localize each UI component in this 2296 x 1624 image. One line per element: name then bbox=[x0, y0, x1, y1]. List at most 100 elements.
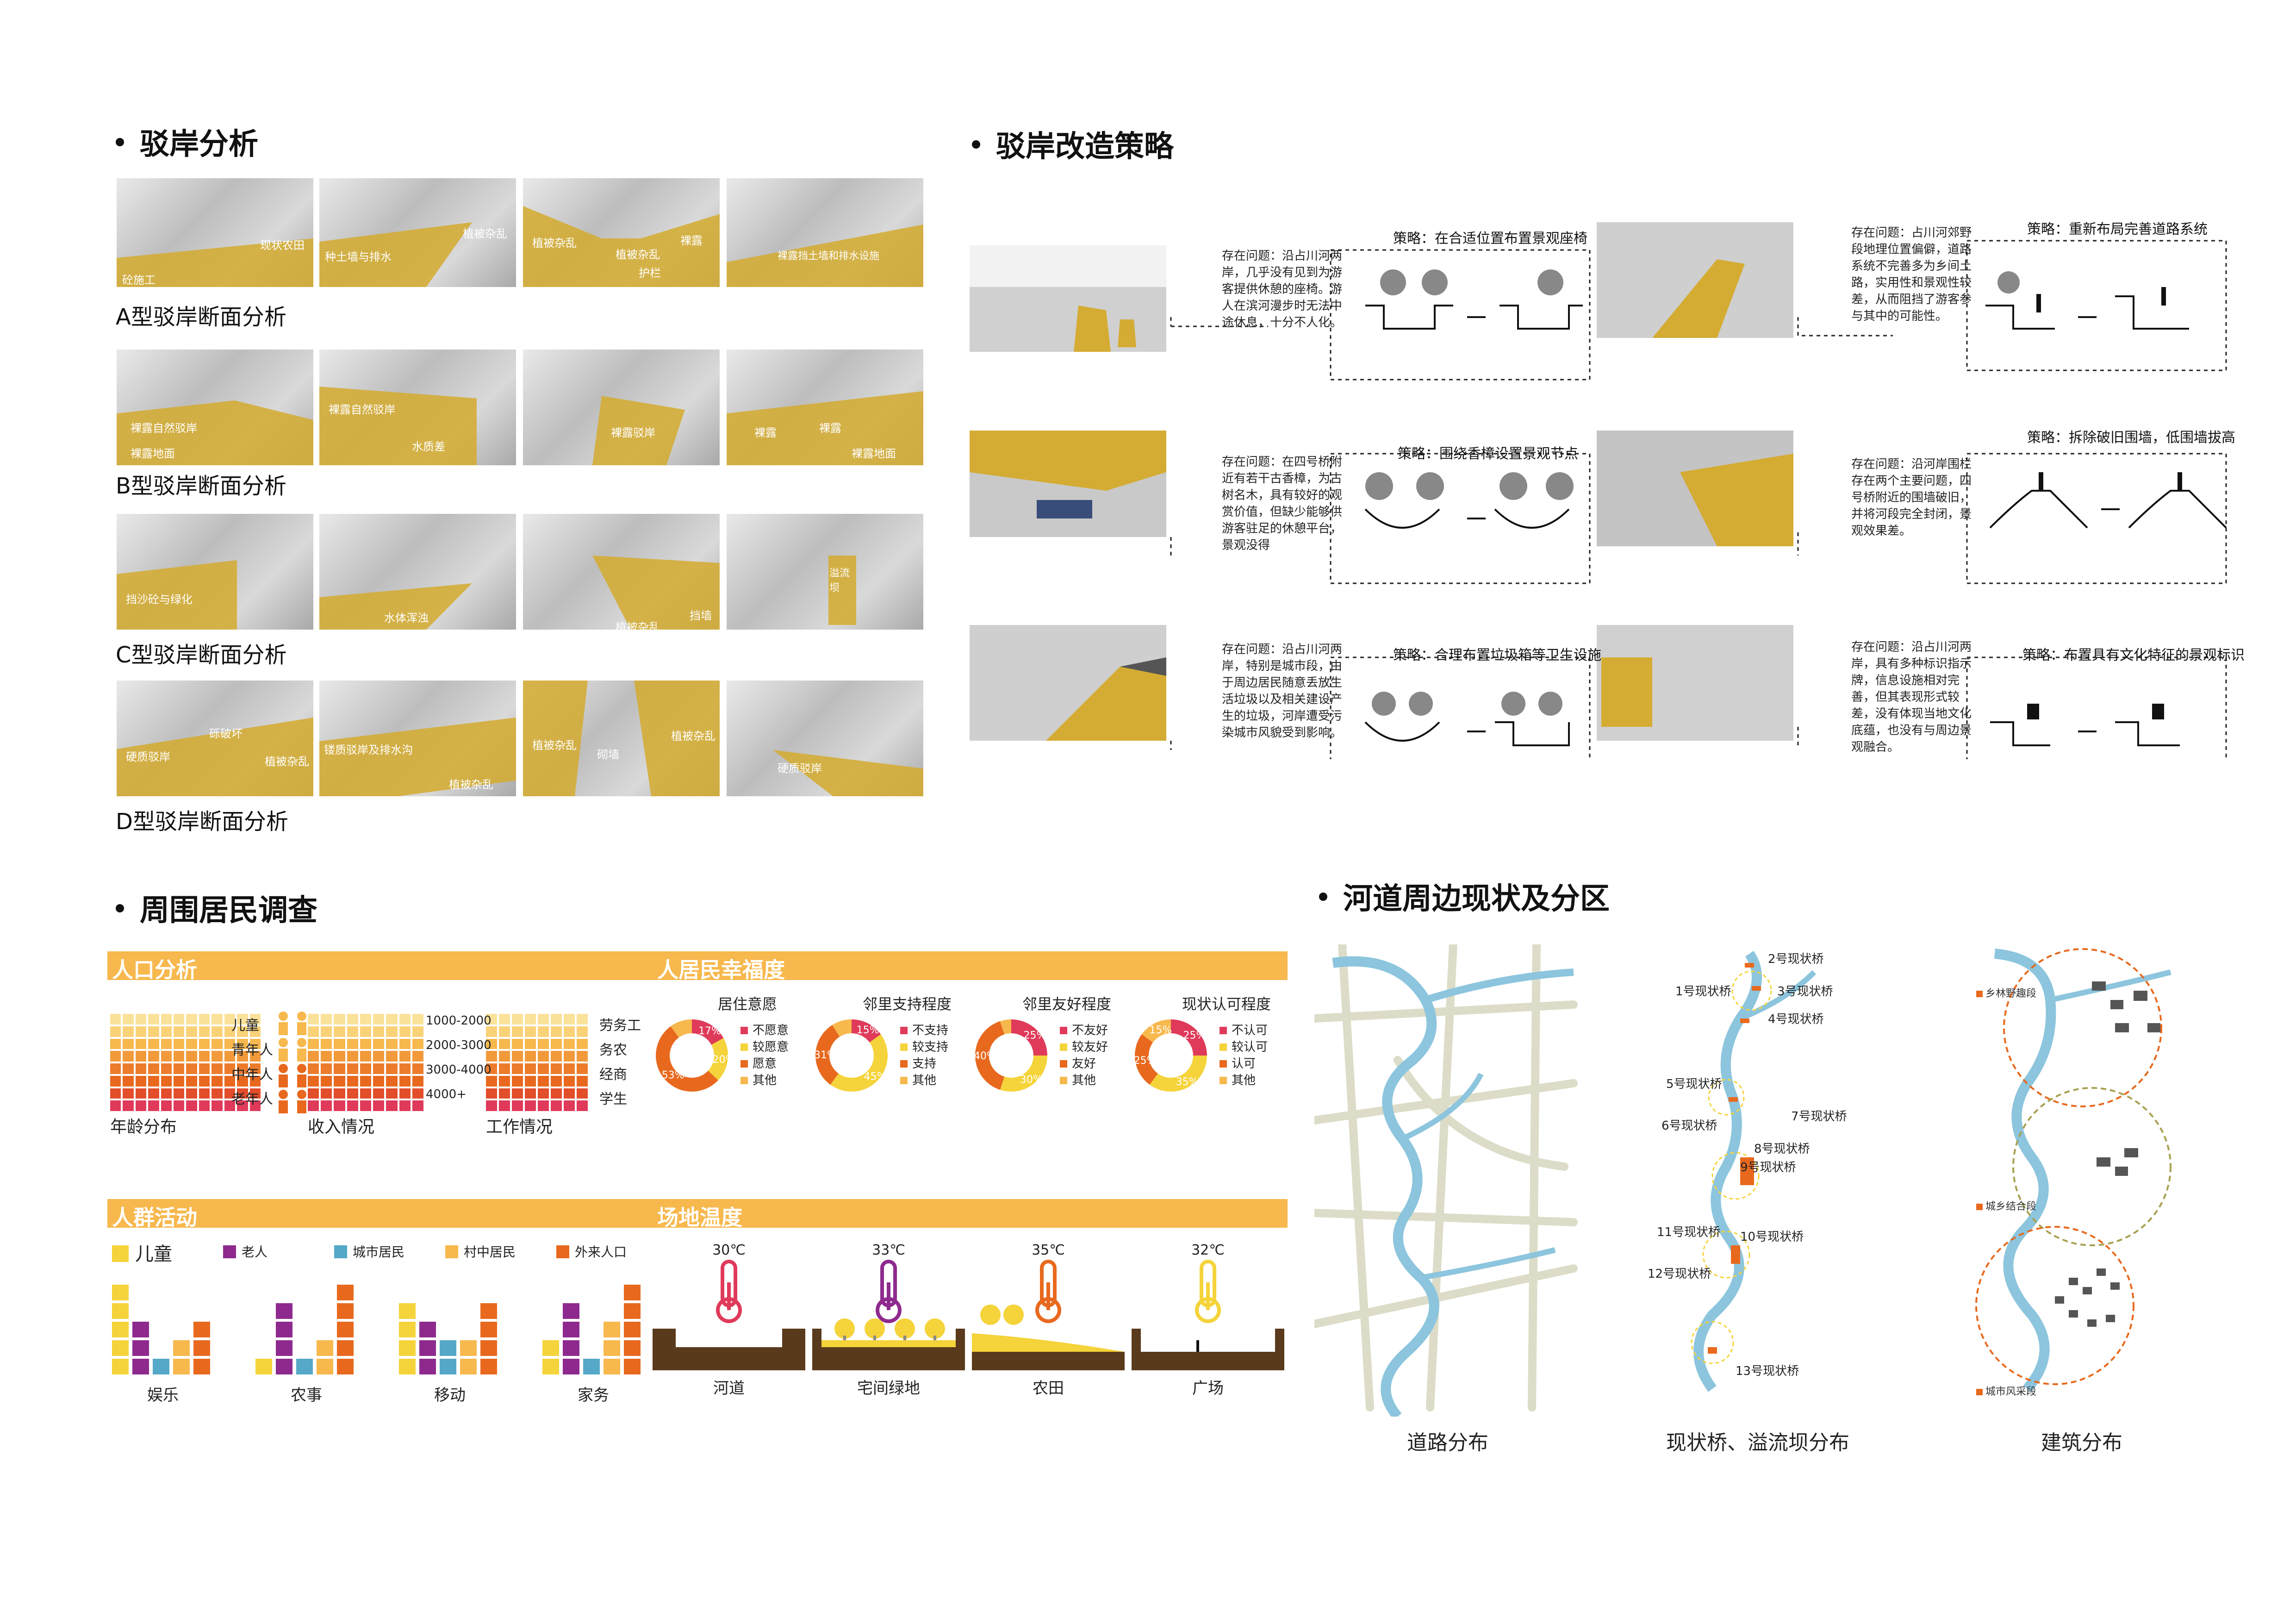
waffle-cell bbox=[212, 1063, 223, 1074]
waffle-cell bbox=[135, 1051, 147, 1062]
waffle-cell bbox=[551, 1051, 562, 1062]
waffle-cell bbox=[135, 1100, 147, 1111]
legend-label: 老人 bbox=[242, 1244, 268, 1260]
revetment-photo: 砼施工 现状农田 bbox=[117, 178, 313, 287]
waffle-cell bbox=[174, 1075, 185, 1087]
waffle-cell bbox=[123, 1014, 134, 1024]
tree-icon bbox=[895, 1318, 915, 1339]
donut-slice bbox=[1011, 1019, 1047, 1056]
bridge-label: 1号现状桥 bbox=[1675, 985, 1731, 999]
waffle-cell bbox=[412, 1063, 423, 1074]
strategy-photo-3 bbox=[970, 431, 1166, 537]
activity-bar-block bbox=[583, 1359, 600, 1374]
waffle-cell bbox=[360, 1100, 372, 1111]
waffle-cell bbox=[512, 1051, 523, 1062]
waffle-cell bbox=[237, 1038, 248, 1049]
activity-bar-block bbox=[604, 1322, 620, 1337]
map-caption-buildings: 建筑分布 bbox=[2041, 1431, 2122, 1455]
waffle-cell bbox=[174, 1063, 185, 1074]
donut-title: 邻里友好程度 bbox=[1022, 995, 1111, 1013]
waffle-cell bbox=[123, 1075, 134, 1087]
legend-label: 友好 bbox=[1072, 1057, 1096, 1071]
waffle-cell bbox=[186, 1038, 197, 1049]
section-title-revetment: 驳岸分析 bbox=[116, 120, 258, 163]
site-section bbox=[1132, 1329, 1284, 1370]
zone-label: 乡林野趣段 bbox=[1985, 988, 2036, 999]
waffle-cell bbox=[525, 1063, 536, 1074]
waffle-cell bbox=[399, 1075, 411, 1087]
waffle-cell bbox=[499, 1100, 510, 1111]
waffle-cell bbox=[386, 1014, 398, 1024]
work-label: 劳务工 bbox=[599, 1018, 641, 1034]
donut-slice bbox=[1000, 1019, 1011, 1035]
activity-bar-block bbox=[399, 1340, 416, 1356]
waffle-cell bbox=[199, 1063, 210, 1074]
donut-label: 30% bbox=[1020, 1074, 1043, 1086]
waffle-cell bbox=[321, 1100, 332, 1111]
zone-label: 城市风采段 bbox=[1985, 1386, 2036, 1398]
legend-swatch bbox=[1220, 1077, 1227, 1084]
activity-bar-block bbox=[480, 1359, 497, 1374]
waffle-cell bbox=[538, 1026, 549, 1037]
waffle-cell bbox=[237, 1051, 248, 1062]
activity-bar-block bbox=[193, 1322, 210, 1337]
waffle-cell bbox=[486, 1051, 497, 1062]
section-title-zoning: 河道周边现状及分区 bbox=[1319, 875, 1610, 918]
section-title-strategy: 驳岸改造策略 bbox=[972, 123, 1174, 165]
legend-swatch bbox=[1060, 1060, 1067, 1068]
row-label-a: A型驳岸断面分析 bbox=[116, 304, 286, 330]
waffle-cell bbox=[347, 1051, 358, 1062]
waffle-cell bbox=[373, 1026, 385, 1037]
legend-swatch bbox=[223, 1245, 236, 1258]
waffle-cell bbox=[486, 1026, 497, 1037]
waffle-cell bbox=[512, 1075, 523, 1087]
activity-bar-block bbox=[337, 1340, 354, 1356]
waffle-cell bbox=[538, 1100, 549, 1111]
activity-bar-block bbox=[624, 1359, 641, 1374]
waffle-cell bbox=[347, 1026, 358, 1037]
map-caption-bridges: 现状桥、溢流坝分布 bbox=[1666, 1431, 1849, 1455]
bridge-label: 10号现状桥 bbox=[1740, 1230, 1804, 1244]
waffle-cell bbox=[564, 1088, 575, 1099]
legend-swatch bbox=[1060, 1043, 1067, 1051]
bridge-label: 9号现状桥 bbox=[1740, 1161, 1796, 1174]
waffle-cell bbox=[538, 1075, 549, 1087]
zone-label: 城乡结合段 bbox=[1985, 1201, 2036, 1212]
legend-swatch bbox=[900, 1077, 908, 1084]
waffle-cell bbox=[123, 1051, 134, 1062]
waffle-cell bbox=[224, 1014, 236, 1024]
waffle-cell bbox=[148, 1051, 159, 1062]
age-grid bbox=[110, 1014, 261, 1111]
waffle-cell bbox=[564, 1063, 575, 1074]
activity-bar-chart: 儿童老人城市居民村中居民外来人口娱乐农事移动家务 bbox=[112, 1243, 641, 1405]
waffle-cell bbox=[334, 1026, 345, 1037]
strategy-title-2: 策略：重新布局完善道路系统 bbox=[2027, 221, 2208, 237]
waffle-cell bbox=[334, 1075, 345, 1087]
waffle-cell bbox=[308, 1063, 319, 1074]
legend-swatch bbox=[1220, 1027, 1227, 1034]
waffle-cell bbox=[148, 1075, 159, 1087]
activity-bar-block bbox=[337, 1359, 354, 1374]
activity-bar-block bbox=[624, 1340, 641, 1356]
legend-label: 城市居民 bbox=[353, 1244, 404, 1260]
waffle-cell bbox=[237, 1014, 248, 1024]
waffle-cell bbox=[308, 1100, 319, 1111]
bridge-map: 1号现状桥 2号现状桥 3号现状桥 4号现状桥 5号现状桥 6号现状桥 7号现状… bbox=[1648, 950, 1847, 1392]
waffle-cell bbox=[212, 1038, 223, 1049]
section-title-survey: 周围居民调查 bbox=[116, 887, 317, 929]
waffle-cell bbox=[512, 1014, 523, 1024]
waffle-cell bbox=[161, 1026, 172, 1037]
activity-bar-block bbox=[173, 1340, 190, 1356]
waffle-cell bbox=[386, 1026, 398, 1037]
activity-bar-block bbox=[399, 1322, 416, 1337]
donut-slice bbox=[656, 1026, 718, 1092]
strategy-title-6: 策略：布置具有文化特征的景观标识 bbox=[2022, 647, 2245, 663]
thermometer-level bbox=[1206, 1282, 1210, 1310]
donut-label: 45% bbox=[864, 1071, 887, 1083]
waffle-cell bbox=[577, 1088, 588, 1099]
bridge-label: 4号现状桥 bbox=[1768, 1012, 1824, 1026]
donut-title: 现状认可程度 bbox=[1182, 995, 1271, 1013]
waffle-cell bbox=[347, 1088, 358, 1099]
site-section bbox=[653, 1329, 805, 1370]
